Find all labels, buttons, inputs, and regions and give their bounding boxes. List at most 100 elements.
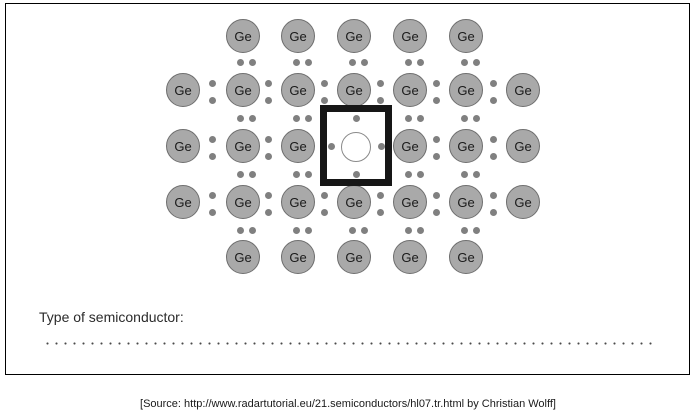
electron-dot	[237, 171, 244, 178]
atom-ge: Ge	[506, 73, 540, 107]
electron-dot	[249, 227, 256, 234]
electron-dot	[265, 80, 272, 87]
atom-ge: Ge	[393, 185, 427, 219]
atom-ge: Ge	[393, 73, 427, 107]
electron-dot	[293, 227, 300, 234]
atom-ge: Ge	[449, 129, 483, 163]
atom-ge: Ge	[449, 19, 483, 53]
electron-dot	[490, 136, 497, 143]
atom-ge: Ge	[226, 19, 260, 53]
electron-dot	[405, 115, 412, 122]
electron-dot	[328, 143, 335, 150]
atom-ge: Ge	[393, 129, 427, 163]
electron-dot	[433, 153, 440, 160]
atom-ge: Ge	[226, 240, 260, 274]
atom-ge: Ge	[337, 185, 371, 219]
electron-dot	[349, 227, 356, 234]
atom-ge: Ge	[166, 185, 200, 219]
electron-dot	[293, 59, 300, 66]
source-caption: [Source: http://www.radartutorial.eu/21.…	[140, 398, 556, 410]
atom-ge: Ge	[166, 73, 200, 107]
electron-dot	[237, 115, 244, 122]
atom-ge: Ge	[449, 240, 483, 274]
atom-ge: Ge	[506, 185, 540, 219]
electron-dot	[490, 209, 497, 216]
electron-dot	[461, 171, 468, 178]
electron-dot	[321, 97, 328, 104]
electron-dot	[433, 192, 440, 199]
electron-dot	[209, 209, 216, 216]
atom-ge: Ge	[393, 240, 427, 274]
electron-dot	[349, 59, 356, 66]
electron-dot	[293, 115, 300, 122]
electron-dot	[490, 80, 497, 87]
electron-dot	[377, 97, 384, 104]
electron-dot	[321, 80, 328, 87]
atom-ge: Ge	[226, 185, 260, 219]
atom-ge: Ge	[281, 73, 315, 107]
electron-dot	[461, 115, 468, 122]
atom-ge: Ge	[337, 73, 371, 107]
atom-ge: Ge	[281, 185, 315, 219]
answer-input-line[interactable]	[43, 342, 653, 345]
electron-dot	[353, 171, 360, 178]
electron-dot	[417, 115, 424, 122]
electron-dot	[305, 227, 312, 234]
electron-dot	[305, 59, 312, 66]
electron-dot	[209, 80, 216, 87]
atom-ge: Ge	[281, 240, 315, 274]
atom-ge: Ge	[506, 129, 540, 163]
electron-dot	[249, 171, 256, 178]
electron-dot	[473, 171, 480, 178]
electron-dot	[490, 97, 497, 104]
electron-dot	[305, 171, 312, 178]
electron-dot	[361, 227, 368, 234]
electron-dot	[461, 59, 468, 66]
electron-dot	[377, 209, 384, 216]
electron-dot	[209, 97, 216, 104]
electron-dot	[378, 143, 385, 150]
electron-dot	[417, 59, 424, 66]
atom-ge: Ge	[449, 185, 483, 219]
electron-dot	[433, 80, 440, 87]
electron-dot	[490, 192, 497, 199]
electron-dot	[265, 153, 272, 160]
electron-dot	[473, 227, 480, 234]
atom-ge: Ge	[226, 73, 260, 107]
atom-ge: Ge	[393, 19, 427, 53]
question-label: Type of semiconductor:	[39, 309, 184, 325]
vacancy-circle	[341, 132, 371, 162]
atom-ge: Ge	[226, 129, 260, 163]
electron-dot	[473, 59, 480, 66]
electron-dot	[249, 115, 256, 122]
electron-dot	[417, 227, 424, 234]
atom-ge: Ge	[337, 19, 371, 53]
electron-dot	[473, 115, 480, 122]
electron-dot	[361, 59, 368, 66]
electron-dot	[353, 115, 360, 122]
atom-ge: Ge	[449, 73, 483, 107]
electron-dot	[265, 136, 272, 143]
electron-dot	[237, 227, 244, 234]
atom-ge: Ge	[281, 129, 315, 163]
electron-dot	[209, 192, 216, 199]
electron-dot	[249, 59, 256, 66]
atom-ge: Ge	[281, 19, 315, 53]
electron-dot	[237, 59, 244, 66]
electron-dot	[209, 136, 216, 143]
electron-dot	[209, 153, 216, 160]
electron-dot	[417, 171, 424, 178]
electron-dot	[265, 97, 272, 104]
electron-dot	[265, 192, 272, 199]
electron-dot	[405, 227, 412, 234]
electron-dot	[433, 97, 440, 104]
electron-dot	[405, 171, 412, 178]
electron-dot	[265, 209, 272, 216]
electron-dot	[405, 59, 412, 66]
electron-dot	[461, 227, 468, 234]
electron-dot	[377, 192, 384, 199]
electron-dot	[433, 209, 440, 216]
atom-ge: Ge	[337, 240, 371, 274]
